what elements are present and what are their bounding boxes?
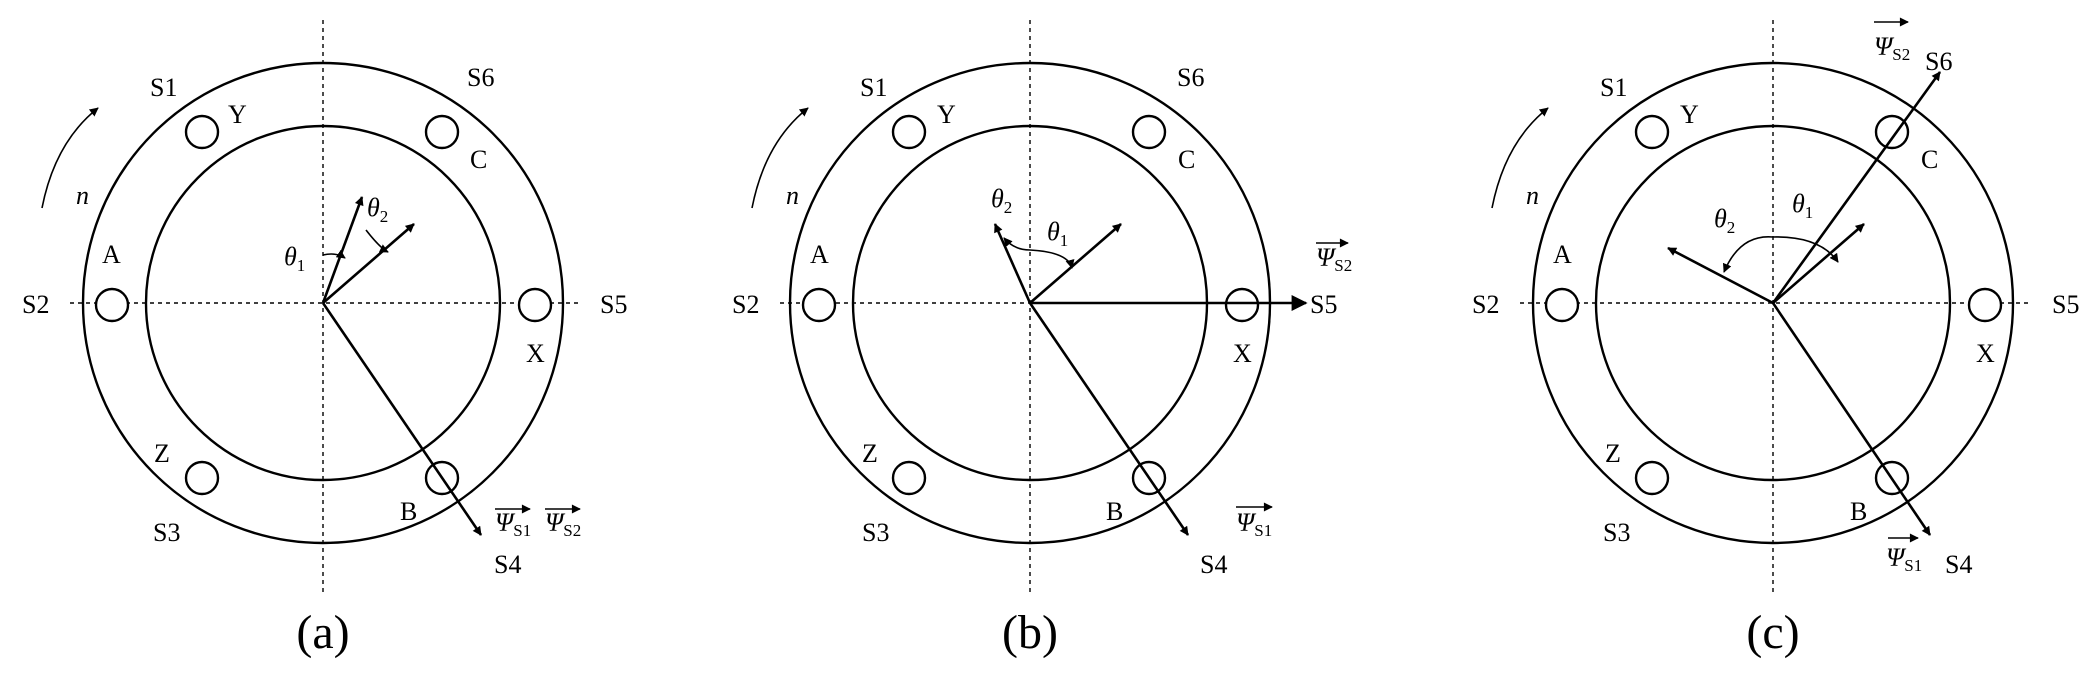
label-S4: S4	[494, 550, 521, 579]
stator-outer-circle	[1531, 61, 2015, 545]
label-B: B	[400, 497, 417, 526]
theta1-arc	[1772, 236, 1839, 263]
label-C: C	[1178, 145, 1195, 174]
panel-c: n θ2 θ1 ΨS2 ΨS1 S1 S6 S2 S5 S3 S4 Y C A …	[1472, 17, 2079, 659]
label-S4: S4	[1945, 550, 1972, 579]
flux-vector-theta2-ref	[322, 223, 415, 304]
panel-a: n θ1 θ2 ΨS1 ΨS2 S1 S6 S2 S5 S3 S4 Y C A …	[22, 20, 627, 659]
label-C: C	[470, 145, 487, 174]
theta1-label: θ1	[284, 242, 305, 275]
psi-s2-label: ΨS2	[545, 508, 581, 540]
flux-vector-psi-s1-s2	[321, 302, 483, 536]
slot-A	[1544, 287, 1580, 323]
slot-X	[517, 287, 553, 323]
label-S6: S6	[467, 63, 494, 92]
psi-s1-label: ΨS1	[1236, 508, 1272, 540]
label-A: A	[102, 240, 121, 269]
slot-Z	[1634, 460, 1670, 496]
slot-A	[801, 287, 837, 323]
label-S1: S1	[1600, 73, 1627, 102]
label-S5: S5	[600, 290, 627, 319]
label-S3: S3	[862, 518, 889, 547]
stator-inner-circle	[1594, 124, 1952, 482]
label-S5: S5	[1310, 290, 1337, 319]
caption-b: (b)	[1002, 606, 1058, 659]
slot-Y	[891, 114, 927, 150]
label-S5: S5	[2052, 290, 2079, 319]
label-S1: S1	[150, 73, 177, 102]
label-Y: Y	[228, 100, 247, 129]
label-S1: S1	[860, 73, 887, 102]
psi-s1-label: ΨS1	[495, 508, 531, 540]
label-Y: Y	[937, 100, 956, 129]
psi-s2-label: ΨS2	[1874, 32, 1910, 64]
label-X: X	[1976, 339, 1995, 368]
label-A: A	[810, 240, 829, 269]
flux-vector-theta2-ref	[993, 223, 1032, 304]
flux-vector-psi-s1	[1771, 302, 1932, 536]
label-C: C	[1921, 145, 1938, 174]
label-Z: Z	[862, 439, 878, 468]
slot-Z	[891, 460, 927, 496]
label-B: B	[1850, 497, 1867, 526]
theta2-arc	[1722, 236, 1774, 273]
theta2-label: θ2	[1714, 204, 1735, 237]
rotation-arrow	[1491, 107, 1549, 209]
theta1-arc	[1029, 249, 1075, 269]
theta2-label: θ2	[367, 193, 388, 226]
rotation-label-n: n	[1526, 181, 1539, 210]
label-S4: S4	[1200, 550, 1227, 579]
slot-Y	[184, 114, 220, 150]
rotation-arrow	[751, 107, 809, 209]
label-S6: S6	[1925, 47, 1952, 76]
stator-inner-circle	[144, 124, 502, 482]
theta1-label: θ1	[1047, 217, 1068, 250]
psi-s1-label: ΨS1	[1886, 543, 1922, 575]
label-S2: S2	[732, 290, 759, 319]
slot-Y	[1634, 114, 1670, 150]
slot-C	[1874, 114, 1910, 150]
label-S2: S2	[22, 290, 49, 319]
rotation-label-n: n	[76, 181, 89, 210]
theta2-label: θ2	[991, 184, 1012, 217]
slot-A	[94, 287, 130, 323]
theta1-arc	[322, 249, 346, 259]
label-S2: S2	[1472, 290, 1499, 319]
stator-outer-circle	[81, 61, 565, 545]
slot-X	[1224, 287, 1260, 323]
theta1-label: θ1	[1792, 189, 1813, 222]
label-Z: Z	[1605, 439, 1621, 468]
rotation-label-n: n	[786, 181, 799, 210]
slot-Z	[184, 460, 220, 496]
psi-s2-label: ΨS2	[1316, 243, 1352, 275]
label-Y: Y	[1680, 100, 1699, 129]
flux-vector-theta2-ref	[1667, 246, 1774, 305]
label-Z: Z	[154, 439, 170, 468]
label-X: X	[1233, 339, 1252, 368]
caption-a: (a)	[296, 606, 349, 659]
label-X: X	[526, 339, 545, 368]
label-S6: S6	[1177, 63, 1204, 92]
flux-vector-theta1-ref	[1772, 223, 1865, 304]
label-A: A	[1553, 240, 1572, 269]
caption-c: (c)	[1746, 606, 1799, 659]
theta2-arc	[1003, 237, 1031, 251]
slot-C	[424, 114, 460, 150]
label-S3: S3	[153, 518, 180, 547]
theta2-arc	[365, 229, 389, 253]
label-B: B	[1106, 497, 1123, 526]
flux-vector-psi-s1	[1028, 302, 1190, 536]
slot-X	[1967, 287, 2003, 323]
label-S3: S3	[1603, 518, 1630, 547]
slot-C	[1131, 114, 1167, 150]
panel-b: n θ2 θ1 ΨS2 ΨS1 S1 S6 S2 S5 S3 S4 Y C A …	[732, 20, 1352, 659]
flux-vector-theta1-ref	[1029, 223, 1122, 304]
rotation-arrow	[41, 107, 99, 209]
flux-vector-psi-s2	[1771, 71, 1942, 304]
